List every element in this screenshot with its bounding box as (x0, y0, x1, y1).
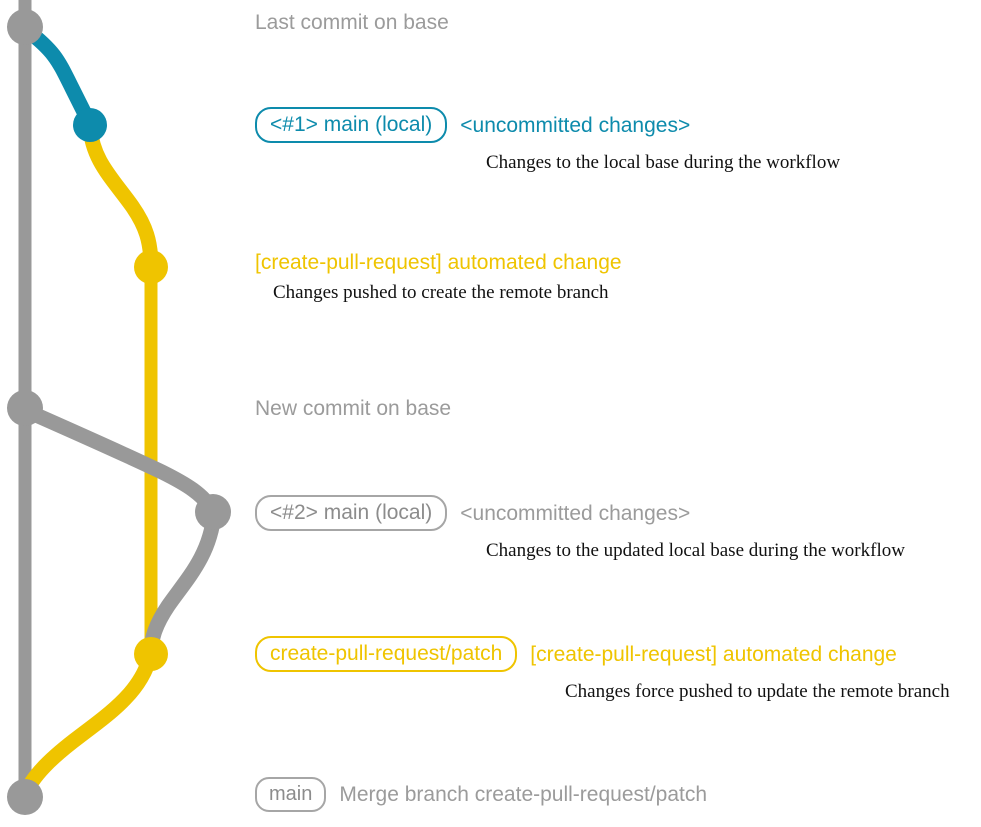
commit-description: Changes to the local base during the wor… (486, 152, 841, 173)
ref-badge-main[interactable]: main (255, 777, 327, 812)
commit-subject: [create-pull-request] automated change (255, 251, 622, 274)
commit-annotation-merge-final: main Merge branch create-pull-request/pa… (255, 777, 707, 812)
commit-node-local-1[interactable] (73, 108, 107, 142)
commit-node-merge-final[interactable] (7, 779, 43, 815)
commit-description: Changes force pushed to update the remot… (565, 681, 950, 702)
commit-header: [create-pull-request] automated change (255, 252, 622, 273)
commit-header: create-pull-request/patch [create-pull-r… (255, 636, 950, 672)
commit-annotation-base-head: Last commit on base (255, 12, 449, 33)
branch-local-from-base (19, 22, 98, 132)
commit-header: Last commit on base (255, 12, 449, 33)
commit-header: New commit on base (255, 398, 451, 419)
commit-header: <#1> main (local) <uncommitted changes> (255, 107, 840, 143)
commit-annotation-patch-2: create-pull-request/patch [create-pull-r… (255, 636, 950, 703)
ref-badge-main-local-1[interactable]: <#1> main (local) (255, 107, 448, 143)
commit-node-patch-1[interactable] (134, 250, 168, 284)
commit-annotation-base-new: New commit on base (255, 398, 451, 419)
commit-description: Changes to the updated local base during… (486, 540, 905, 561)
ref-badge-create-pull-request-patch[interactable]: create-pull-request/patch (255, 636, 518, 672)
commit-subject: Merge branch create-pull-request/patch (339, 783, 708, 806)
commit-subject: Last commit on base (255, 11, 449, 34)
commit-node-local-2[interactable] (195, 494, 231, 530)
commit-node-base-new[interactable] (7, 390, 43, 426)
commit-subject: [create-pull-request] automated change (530, 642, 897, 666)
commit-description: Changes pushed to create the remote bran… (273, 282, 609, 303)
merge-patch-into-base (17, 648, 158, 803)
commit-subject: <uncommitted changes> (460, 113, 691, 137)
branch-patch-from-local-1 (82, 118, 159, 275)
commit-node-patch-2[interactable] (134, 637, 168, 671)
commit-subject: New commit on base (255, 397, 452, 420)
commit-annotation-patch-1: [create-pull-request] automated change C… (255, 252, 622, 304)
commit-header: main Merge branch create-pull-request/pa… (255, 777, 707, 812)
commit-header: <#2> main (local) <uncommitted changes> (255, 495, 905, 531)
branch-local-2-to-patch-2 (143, 506, 222, 661)
branch-local-2-from-base (19, 403, 221, 519)
commit-node-base-head[interactable] (7, 9, 43, 45)
ref-badge-main-local-2[interactable]: <#2> main (local) (255, 495, 448, 531)
commit-annotation-local-1: <#1> main (local) <uncommitted changes> … (255, 107, 840, 174)
commit-subject: <uncommitted changes> (460, 501, 691, 525)
commit-annotation-local-2: <#2> main (local) <uncommitted changes> … (255, 495, 905, 562)
